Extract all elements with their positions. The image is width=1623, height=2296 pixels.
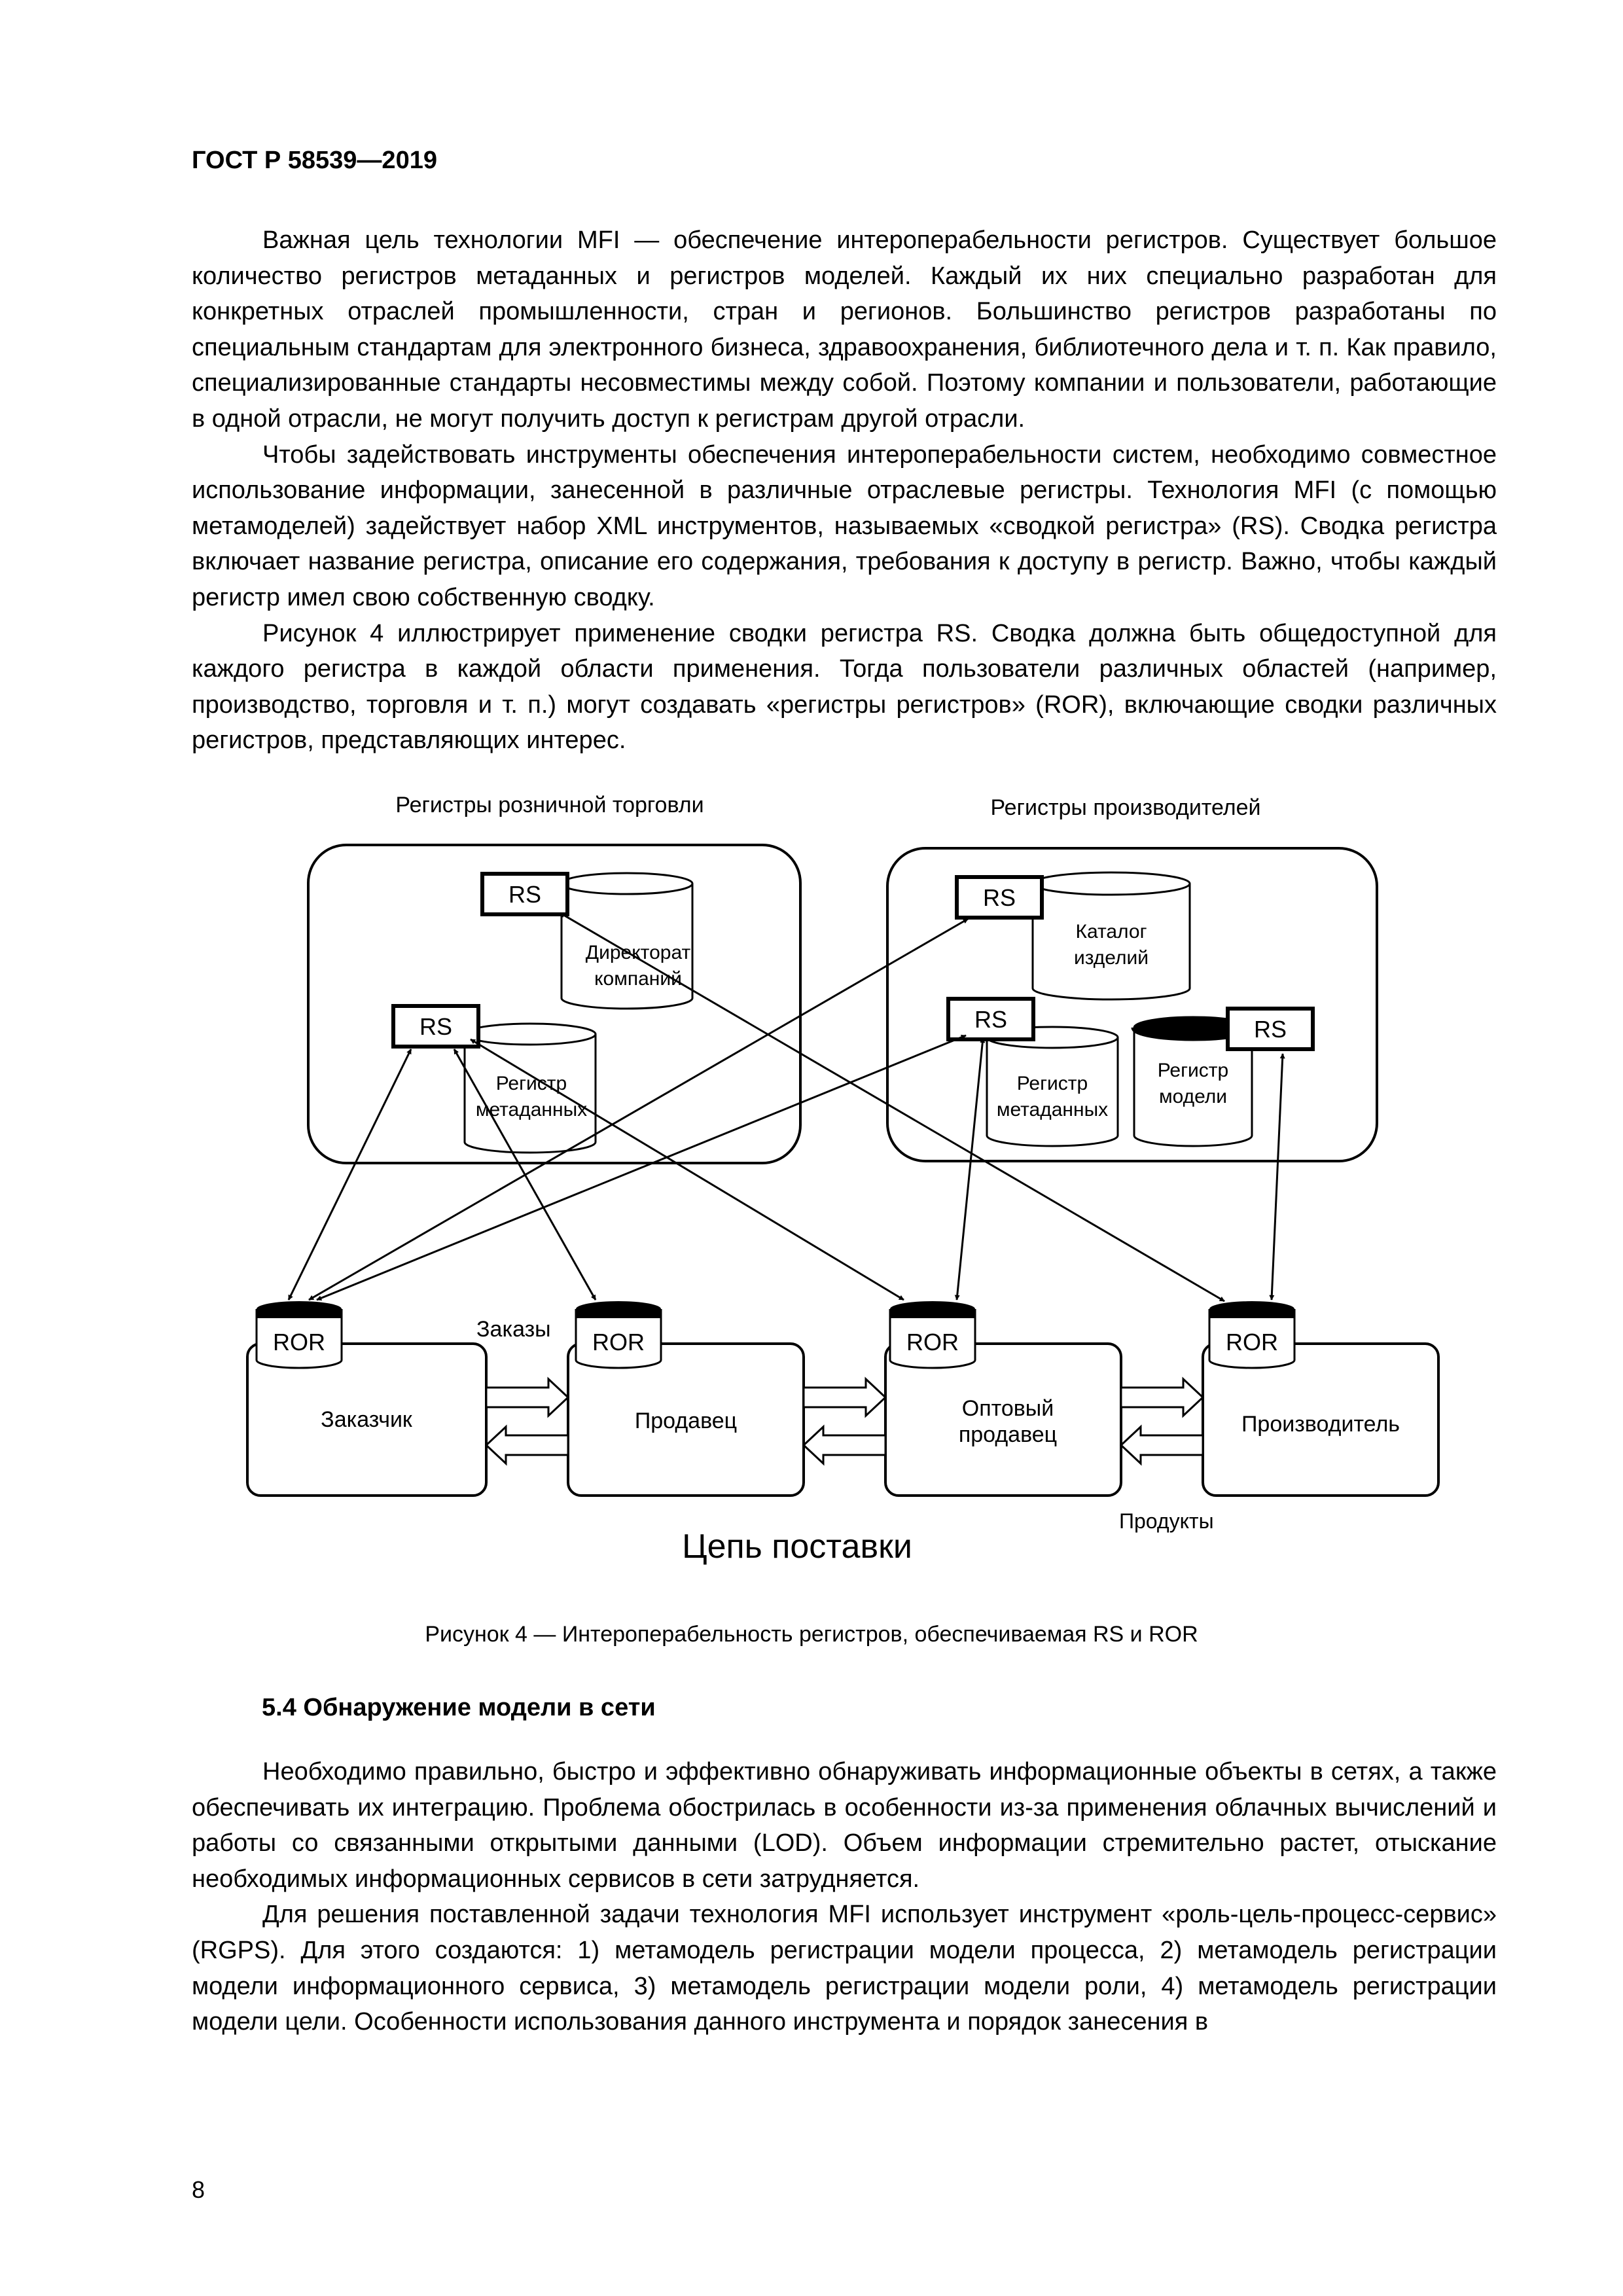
- paragraph: Рисунок 4 иллюстрирует применение сводки…: [192, 619, 1497, 755]
- paragraph: Необходимо правильно, быстро и эффективн…: [192, 1758, 1497, 1893]
- rs-box-models: RS: [1226, 1007, 1315, 1051]
- flow-arrows: [484, 1376, 1205, 1466]
- document-id: ГОСТ Р 58539—2019: [192, 147, 437, 174]
- database-label: изделий: [1074, 947, 1149, 969]
- metadata-registry-database-right: Регистр метаданных: [986, 1026, 1119, 1147]
- page-number: 8: [192, 2176, 205, 2203]
- database-label: компаний: [594, 968, 682, 990]
- rs-label: RS: [983, 884, 1016, 911]
- rs-label: RS: [1254, 1016, 1287, 1043]
- section-text: Необходимо правильно, быстро и эффективн…: [192, 1754, 1497, 2040]
- rs-box-directorate: RS: [480, 872, 569, 916]
- arrow: [316, 1034, 967, 1301]
- customer-box: Заказчик: [246, 1342, 488, 1497]
- ror-label: ROR: [1226, 1329, 1278, 1355]
- rs-box-catalog: RS: [955, 875, 1044, 920]
- rs-label: RS: [508, 881, 541, 908]
- registry-connection-arrows: [287, 912, 1285, 1302]
- database-label: Регистр: [1017, 1073, 1088, 1094]
- database-label: Каталог: [1075, 921, 1147, 942]
- database-label: модели: [1159, 1086, 1227, 1107]
- rs-label: RS: [419, 1013, 452, 1040]
- products-flow-arrow: [484, 1424, 569, 1466]
- database-label: Регистр: [1158, 1060, 1229, 1081]
- directorate-database: Директорат компаний: [560, 872, 694, 1010]
- group-title-manufacturers: Регистры производителей: [990, 795, 1260, 820]
- box-label: Производитель: [1241, 1412, 1400, 1437]
- orders-label: Заказы: [476, 1317, 551, 1342]
- wholesaler-box: Оптовый продавец: [884, 1342, 1122, 1497]
- section-heading: 5.4 Обнаружение модели в сети: [262, 1694, 656, 1721]
- rs-label: RS: [974, 1006, 1007, 1033]
- manufacturer-box: Производитель: [1202, 1342, 1440, 1497]
- seller-box: Продавец: [567, 1342, 805, 1497]
- metadata-registry-database-left: Регистр метаданных: [463, 1022, 597, 1154]
- ror-label: ROR: [906, 1329, 959, 1355]
- paragraph: Для решения поставленной задачи технолог…: [192, 1901, 1497, 2036]
- catalog-database: Каталог изделий: [1031, 871, 1191, 1001]
- paragraph: Чтобы задействовать инструменты обеспече…: [192, 440, 1497, 611]
- orders-flow-arrow: [485, 1376, 570, 1418]
- database-label: метаданных: [997, 1099, 1108, 1121]
- supply-chain-title: Цепь поставки: [682, 1528, 912, 1566]
- registry-interoperability-diagram: Регистры розничной торговли Регистры про…: [246, 793, 1440, 1566]
- box-label: Продавец: [635, 1408, 737, 1433]
- box-label: Заказчик: [321, 1407, 413, 1432]
- products-flow-arrow: [802, 1424, 887, 1466]
- orders-flow-arrow: [1120, 1376, 1205, 1418]
- arrow: [1269, 1053, 1285, 1300]
- database-label: Директорат: [586, 942, 691, 963]
- intro-text: Важная цель технологии MFI — обеспечение…: [192, 223, 1497, 759]
- paragraph: Важная цель технологии MFI — обеспечение…: [192, 226, 1497, 433]
- ror-seller: ROR: [575, 1301, 662, 1369]
- figure-caption: Рисунок 4 — Интероперабельность регистро…: [425, 1622, 1198, 1647]
- ror-label: ROR: [273, 1329, 325, 1355]
- ror-wholesaler: ROR: [889, 1301, 976, 1369]
- rs-box-metadata-left: RS: [391, 1004, 480, 1049]
- products-flow-arrow: [1119, 1424, 1204, 1466]
- group-title-retail: Регистры розничной торговли: [395, 793, 704, 817]
- products-label: Продукты: [1119, 1509, 1214, 1533]
- box-label: продавец: [959, 1422, 1057, 1447]
- rs-box-metadata-right: RS: [946, 997, 1035, 1041]
- ror-manufacturer: ROR: [1208, 1301, 1296, 1369]
- box-label: Оптовый: [962, 1396, 1054, 1421]
- ror-label: ROR: [592, 1329, 645, 1355]
- ror-customer: ROR: [255, 1301, 343, 1369]
- orders-flow-arrow: [802, 1376, 887, 1418]
- arrow: [954, 1037, 986, 1300]
